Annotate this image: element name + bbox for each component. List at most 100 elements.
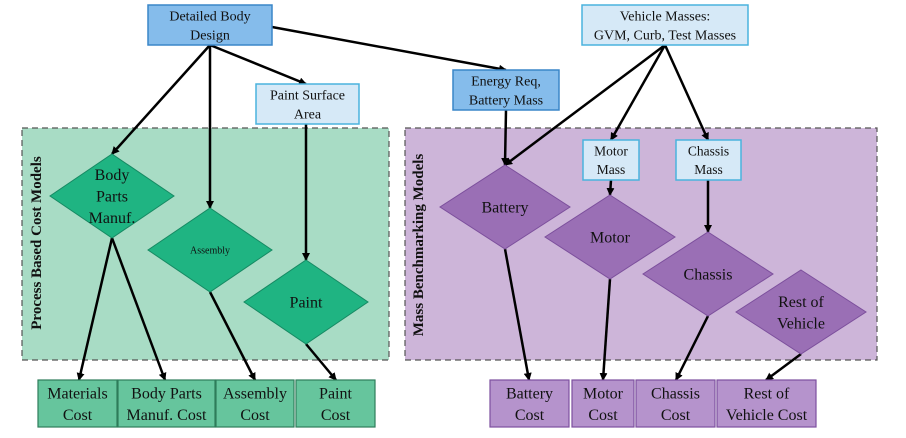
node-label: Paint <box>319 385 352 402</box>
edge-rest-to-cost <box>765 352 802 382</box>
edge-motor-to-cost <box>599 278 612 381</box>
box-shape <box>675 139 742 181</box>
edges <box>76 25 802 382</box>
node-label: Battery Mass <box>469 93 543 108</box>
diamond-shape <box>642 231 774 317</box>
box-shape <box>581 4 749 46</box>
node-label: Design <box>190 28 230 43</box>
node-label: Paint <box>290 295 323 312</box>
diamond-shape <box>147 207 273 293</box>
diamond-shape <box>735 269 867 355</box>
edge-paint-to-cost <box>305 343 337 381</box>
edge-masses-to-motormass <box>609 44 667 141</box>
node-label: Vehicle Cost <box>726 407 808 424</box>
box-shape <box>489 379 570 428</box>
node-label: Energy Req, <box>471 74 541 89</box>
assembly-model-diamond: Assembly <box>147 207 273 293</box>
vehicle-masses-box: Vehicle Masses: GVM, Curb, Test Masses <box>581 4 749 46</box>
node-label: Motor <box>590 230 631 247</box>
edge-masses-to-chassismass <box>663 44 710 141</box>
battery-model-diamond: Battery <box>439 164 571 250</box>
edge-design-to-bodyparts <box>111 44 211 155</box>
edge-bodyparts-to-materials <box>76 237 114 381</box>
node-label: Assembly <box>190 246 230 257</box>
box-shape <box>716 379 817 428</box>
process-models-label: Process Based Cost Models <box>29 156 45 330</box>
node-label: Materials <box>47 385 107 402</box>
box-shape <box>255 83 360 125</box>
node-label: Vehicle <box>777 315 825 332</box>
node-label: Cost <box>515 407 545 424</box>
paint-model-diamond: Paint <box>243 259 369 345</box>
node-label: Chassis <box>684 267 733 284</box>
node-label: Body <box>95 167 130 184</box>
chassis-model-diamond: Chassis <box>642 231 774 317</box>
node-label: Chassis <box>688 144 729 159</box>
edge-masses-to-battery <box>504 44 666 166</box>
diamond-shape <box>49 153 175 239</box>
node-label: Body Parts <box>131 385 202 402</box>
mass-models-label: Mass Benchmarking Models <box>411 154 427 337</box>
node-label: Vehicle Masses: <box>620 9 711 24</box>
box-shape <box>215 379 295 428</box>
node-label: Cost <box>63 407 93 424</box>
diamond-shape <box>243 259 369 345</box>
node-label: Mass <box>597 162 626 177</box>
rest-cost-box: Rest of Vehicle Cost <box>716 379 817 428</box>
edge-energy-to-battery <box>501 109 510 166</box>
node-label: Paint Surface <box>270 88 345 103</box>
node-label: Battery <box>481 200 528 217</box>
edge-assembly-to-cost <box>208 291 257 381</box>
node-label: Motor <box>594 144 628 159</box>
node-label: Battery <box>506 385 553 402</box>
node-label: Cost <box>321 407 351 424</box>
node-label: Manuf. <box>89 210 136 227</box>
node-label: Cost <box>588 407 618 424</box>
box-shape <box>295 379 376 428</box>
node-label: Rest of <box>778 294 824 311</box>
node-label: Area <box>294 107 322 122</box>
edge-motormass-to-motor <box>606 179 615 196</box>
box-shape <box>37 379 118 428</box>
node-label: Assembly <box>223 385 287 402</box>
node-label: Cost <box>661 407 691 424</box>
node-label: Rest of <box>744 385 790 402</box>
diamond-shape <box>439 164 571 250</box>
box-shape <box>452 69 560 111</box>
node-label: Mass <box>694 162 723 177</box>
node-label: Detailed Body <box>169 9 250 24</box>
diamond-shape <box>544 194 676 280</box>
box-shape <box>571 379 635 428</box>
box-shape <box>582 139 640 181</box>
node-label: Motor <box>583 385 624 402</box>
box-shape <box>147 4 273 46</box>
box-shape <box>117 379 216 428</box>
rest-model-diamond: Rest of Vehicle <box>735 269 867 355</box>
node-label: Chassis <box>651 385 700 402</box>
edge-design-to-paintarea <box>209 43 307 86</box>
node-label: Parts <box>96 189 128 206</box>
edge-bodyparts-to-bpcost <box>110 237 167 381</box>
box-shape <box>635 379 716 428</box>
node-label: Cost <box>240 407 270 424</box>
node-label: GVM, Curb, Test Masses <box>594 28 736 43</box>
node-label: Manuf. Cost <box>127 407 208 424</box>
edge-battery-to-cost <box>503 248 532 381</box>
motor-model-diamond: Motor <box>544 194 676 280</box>
edge-chassis-to-cost <box>674 315 710 381</box>
edge-design-to-energy <box>271 25 507 73</box>
energy-req-box: Energy Req, Battery Mass <box>452 69 560 111</box>
